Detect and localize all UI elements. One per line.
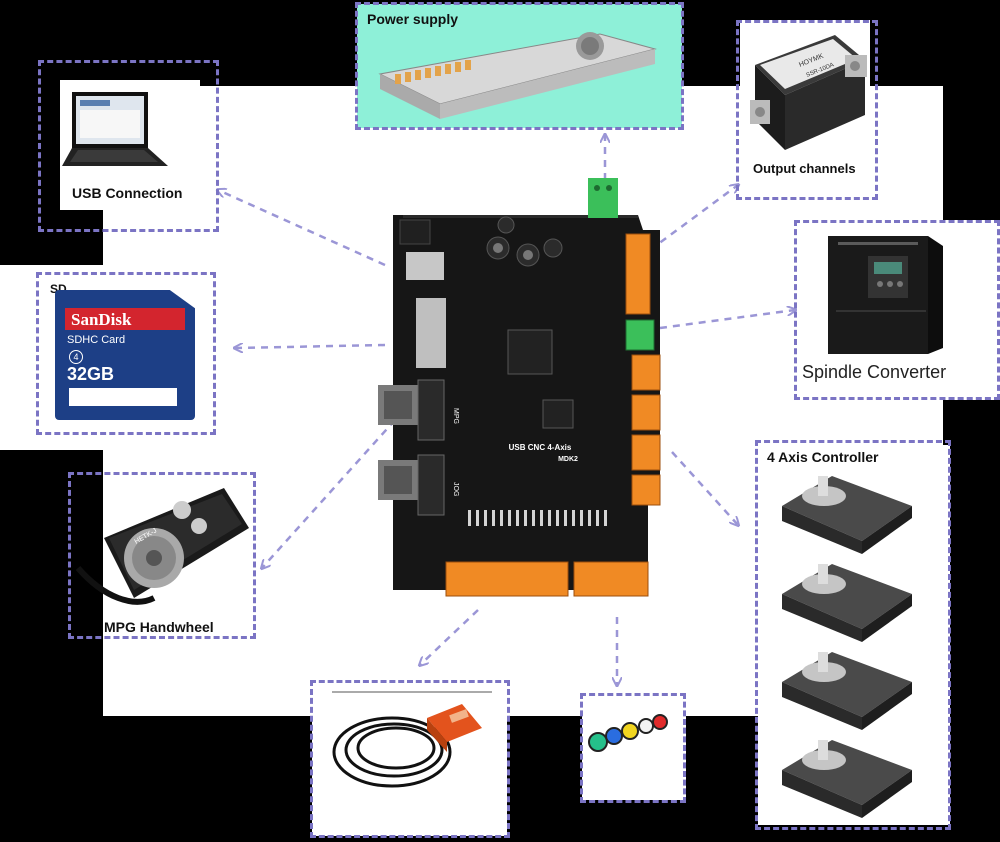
- stepper-motor-2-icon: [782, 564, 912, 642]
- stepper-motor-4-icon: [782, 740, 912, 818]
- sd-card-brand-band: [65, 308, 185, 330]
- yellow-button-icon: [621, 722, 639, 740]
- power-supply-label: Power supply: [367, 11, 459, 27]
- laptop-image: [62, 92, 168, 166]
- board-title: USB CNC 4-Axis: [509, 443, 572, 452]
- arrow-motors: [671, 451, 738, 525]
- arrow-output: [649, 185, 738, 252]
- stepper-motor-3-icon: [782, 652, 912, 730]
- usb-connection-border: [38, 60, 219, 232]
- proximity-sensor-border: [310, 680, 510, 838]
- sd-card-capacity: 32GB: [67, 364, 115, 384]
- power-supply-image: [378, 32, 657, 119]
- board-jog-label: JOG: [452, 482, 459, 496]
- solid-state-relay-image: HOYMK SSR-10DA: [750, 35, 867, 150]
- backdrop-sensor: [312, 688, 507, 836]
- power-supply-border: [355, 2, 684, 130]
- sd-card-label-area: [69, 388, 177, 406]
- mpg-handwheel-border: [68, 472, 256, 639]
- four-axis-controller-border: [755, 440, 951, 830]
- arrow-mpg: [262, 419, 396, 568]
- arrow-spindle: [659, 310, 795, 330]
- board-model: MDK2: [558, 456, 578, 463]
- stepper-motor-1-icon: [782, 476, 912, 554]
- sd-card-class: 4: [69, 350, 83, 364]
- sd-card-image: SanDisk SDHC Card 4 32GB: [55, 290, 195, 420]
- mpg-handwheel-label: MPG Handwheel: [104, 619, 214, 635]
- output-channels-label: Output channels: [753, 161, 856, 176]
- white-button-icon: [638, 718, 654, 734]
- proximity-sensor-image: [332, 691, 492, 788]
- board-mpg-label: MPG: [452, 408, 459, 424]
- sd-border: [36, 272, 216, 435]
- usb-connection-label: USB Connection: [72, 185, 183, 201]
- arrow-sensor: [420, 609, 479, 665]
- sd-card-type: SDHC Card: [67, 334, 126, 346]
- push-buttons-border: [580, 693, 686, 803]
- four-axis-controller-label: 4 Axis Controller: [767, 449, 879, 465]
- arrow-sd: [235, 345, 386, 348]
- spindle-converter-border: [794, 220, 1000, 400]
- spindle-converter-label: Spindle Converter: [802, 362, 947, 382]
- cnc-controller-board: USB CNC 4-Axis MDK2 MPG JOG: [378, 178, 661, 597]
- push-buttons-image: [588, 714, 668, 752]
- blue-button-icon: [605, 727, 623, 745]
- green-button-icon: [588, 732, 608, 752]
- vfd-image: [828, 236, 943, 354]
- red-button-icon: [652, 714, 668, 730]
- handwheel-image: HETK-J: [75, 488, 249, 605]
- output-channels-border: [736, 20, 878, 200]
- sd-card-brand: SanDisk: [71, 310, 132, 329]
- arrow-usb: [218, 190, 386, 267]
- stepper-motors-image: [782, 476, 912, 818]
